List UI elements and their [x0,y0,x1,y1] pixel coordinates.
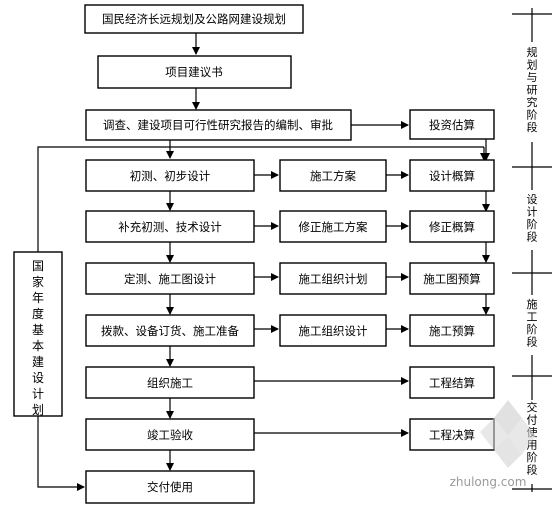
national-plan-box [13,251,63,417]
investment-estimate-label: 投资估算 [429,118,475,132]
supp-design-box [85,210,255,243]
phase-design-label-text: 设计阶段 [527,193,538,244]
revised-estimate-box [409,210,495,243]
flow-boxes [13,4,495,504]
watermark-text: zhulong.com [450,475,527,489]
detailed-design-box [85,262,255,295]
drawing-budget-box [409,262,495,295]
construction-budget-box [409,314,495,347]
phase-design-label: 设计阶段 [527,193,538,244]
detailed-design-label: 定测、施工图设计 [124,272,216,286]
plan-label: 国民经济长远规划及公路网建设规划 [102,12,286,26]
construction-scheme-box [279,159,387,192]
delivery-label: 交付使用 [147,480,193,494]
phase-planning-label: 规划与研究阶段 [527,45,538,134]
project-settlement-label: 工程结算 [429,376,475,390]
organize-construction-box [85,366,255,399]
construction-org-plan-label: 施工组织计划 [299,272,368,286]
construction-budget-label: 施工预算 [429,324,475,338]
watermark-logo [480,400,536,468]
phase-label-bg [524,295,541,355]
supp-design-label: 补充初测、技术设计 [118,220,222,234]
prelim-design-label: 初测、初步设计 [130,169,211,183]
completion-acceptance-box [85,418,255,451]
construction-org-design-box [279,314,387,347]
delivery-box [85,470,255,504]
proposal-box [97,55,292,89]
feasibility-box [85,109,352,141]
national-plan-vertical-label: 国家年度基本建设计划 [32,259,44,417]
construction-org-design-label: 施工组织设计 [299,324,368,338]
phase-label-bg [524,42,541,142]
revised-scheme-box [279,210,387,243]
construction-scheme-label: 施工方案 [310,169,356,183]
prelim-design-box [85,159,255,192]
allocation-label: 拨款、设备订货、施工准备 [101,324,239,338]
project-settlement-box [409,366,495,399]
phase-planning-label-text: 规划与研究阶段 [527,45,538,134]
drawing-budget-label: 施工图预算 [423,272,481,286]
proposal-label: 项目建议书 [165,65,223,79]
allocation-box [85,314,255,347]
plan-box [84,4,304,34]
completion-acceptance-label: 竣工验收 [147,428,193,442]
phase-label-bg [524,190,541,250]
design-estimate-label: 设计概算 [429,169,475,183]
national-plan-vertical-label-text: 国家年度基本建设计划 [32,259,44,417]
phase-construction-label-text: 施工阶段 [527,298,538,349]
connector-lines [37,33,490,491]
box-labels: 国民经济长远规划及公路网建设规划 项目建议书 调查、建设项目可行性研究报告的编制… [101,12,481,494]
phase-construction-label: 施工阶段 [527,298,538,349]
design-estimate-box [409,159,495,192]
phase-label-bg [524,400,541,484]
final-accounts-label: 工程决算 [429,428,475,442]
investment-estimate-box [409,109,495,140]
organize-construction-label: 组织施工 [147,376,193,390]
feasibility-label: 调查、建设项目可行性研究报告的编制、审批 [103,118,333,132]
revised-scheme-label: 修正施工方案 [299,220,368,234]
revised-estimate-label: 修正概算 [429,220,475,234]
final-accounts-box [409,418,495,451]
construction-org-plan-box [279,262,387,295]
